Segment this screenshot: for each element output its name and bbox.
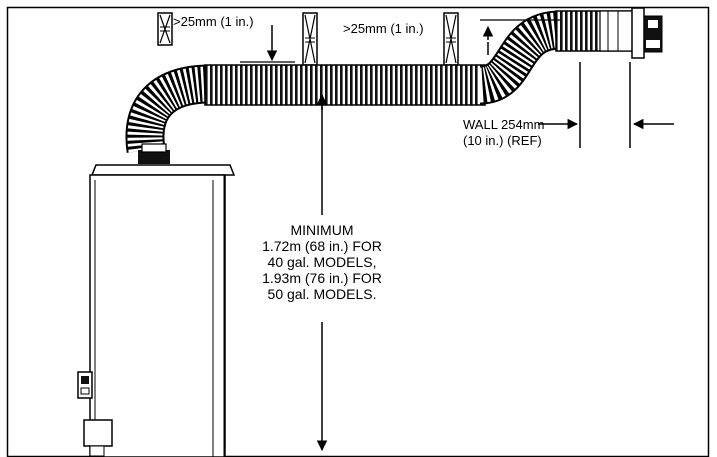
minimum-height-label: MINIMUM 1.72m (68 in.) FOR 40 gal. MODEL… (222, 222, 422, 302)
minimum-line5: 50 gal. MODELS. (267, 286, 377, 302)
clearance-dimension-right (480, 19, 560, 55)
minimum-line3: 40 gal. MODELS, (267, 254, 377, 270)
hanger-strap-icon (157, 12, 173, 46)
clearance-label-left: >25mm (1 in.) (173, 14, 254, 29)
minimum-line1: MINIMUM (290, 222, 354, 238)
minimum-line2: 1.72m (68 in.) FOR (262, 238, 382, 254)
wall-label-line2: (10 in.) (REF) (463, 133, 542, 148)
water-heater-icon (77, 143, 236, 457)
vent-pipe (125, 10, 635, 153)
wall-dimension (538, 62, 674, 148)
clearance-dimension-left (240, 25, 295, 63)
vent-terminal-icon (631, 7, 663, 59)
minimum-line4: 1.93m (76 in.) FOR (262, 270, 382, 286)
wall-label-line1: WALL 254mm (463, 117, 545, 132)
clearance-label-right: >25mm (1 in.) (343, 21, 424, 36)
